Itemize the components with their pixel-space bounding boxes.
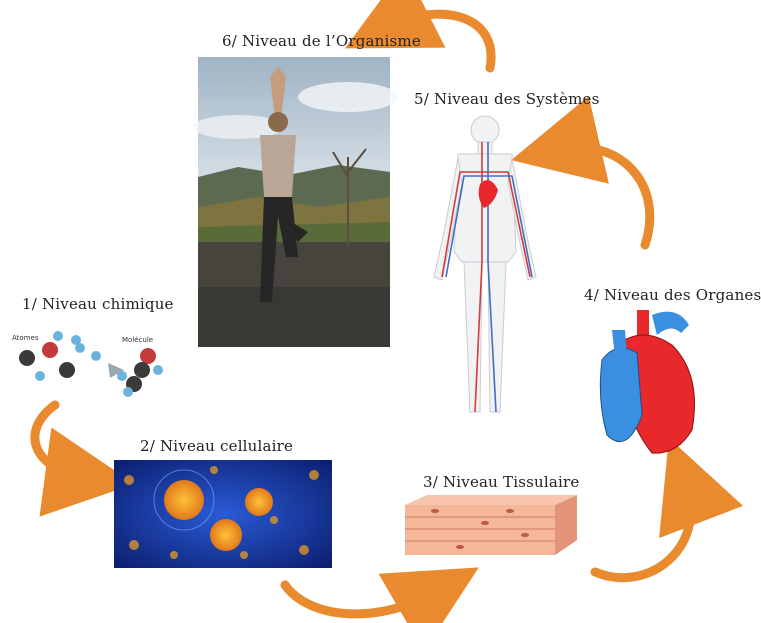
arrow-5-to-6 — [344, 0, 496, 73]
label-organes: 4/ Niveau des Organes — [584, 286, 761, 304]
cellular-figure — [114, 460, 332, 568]
heart-figure — [597, 305, 702, 460]
arrow-2-to-3 — [280, 567, 479, 623]
chemical-figure: Atomes Molécule — [10, 318, 170, 403]
label-systemes: 5/ Niveau des Systèmes — [414, 90, 600, 108]
tissue-figure — [405, 495, 583, 560]
arrow-3-to-4 — [590, 437, 744, 583]
atoms-label: Atomes — [12, 334, 39, 342]
label-tissulaire: 3/ Niveau Tissulaire — [423, 473, 580, 491]
organism-photo — [193, 57, 398, 347]
label-cellulaire: 2/ Niveau cellulaire — [140, 437, 294, 455]
cycle-arrows — [30, 0, 744, 623]
arrow-1-to-2 — [30, 400, 135, 517]
arrow-4-to-5 — [511, 96, 655, 250]
label-organisme: 6/ Niveau de l’Organisme — [222, 32, 421, 50]
label-chimique: 1/ Niveau chimique — [22, 295, 174, 313]
systems-figure — [420, 112, 550, 422]
molecule-label: Molécule — [122, 336, 153, 344]
